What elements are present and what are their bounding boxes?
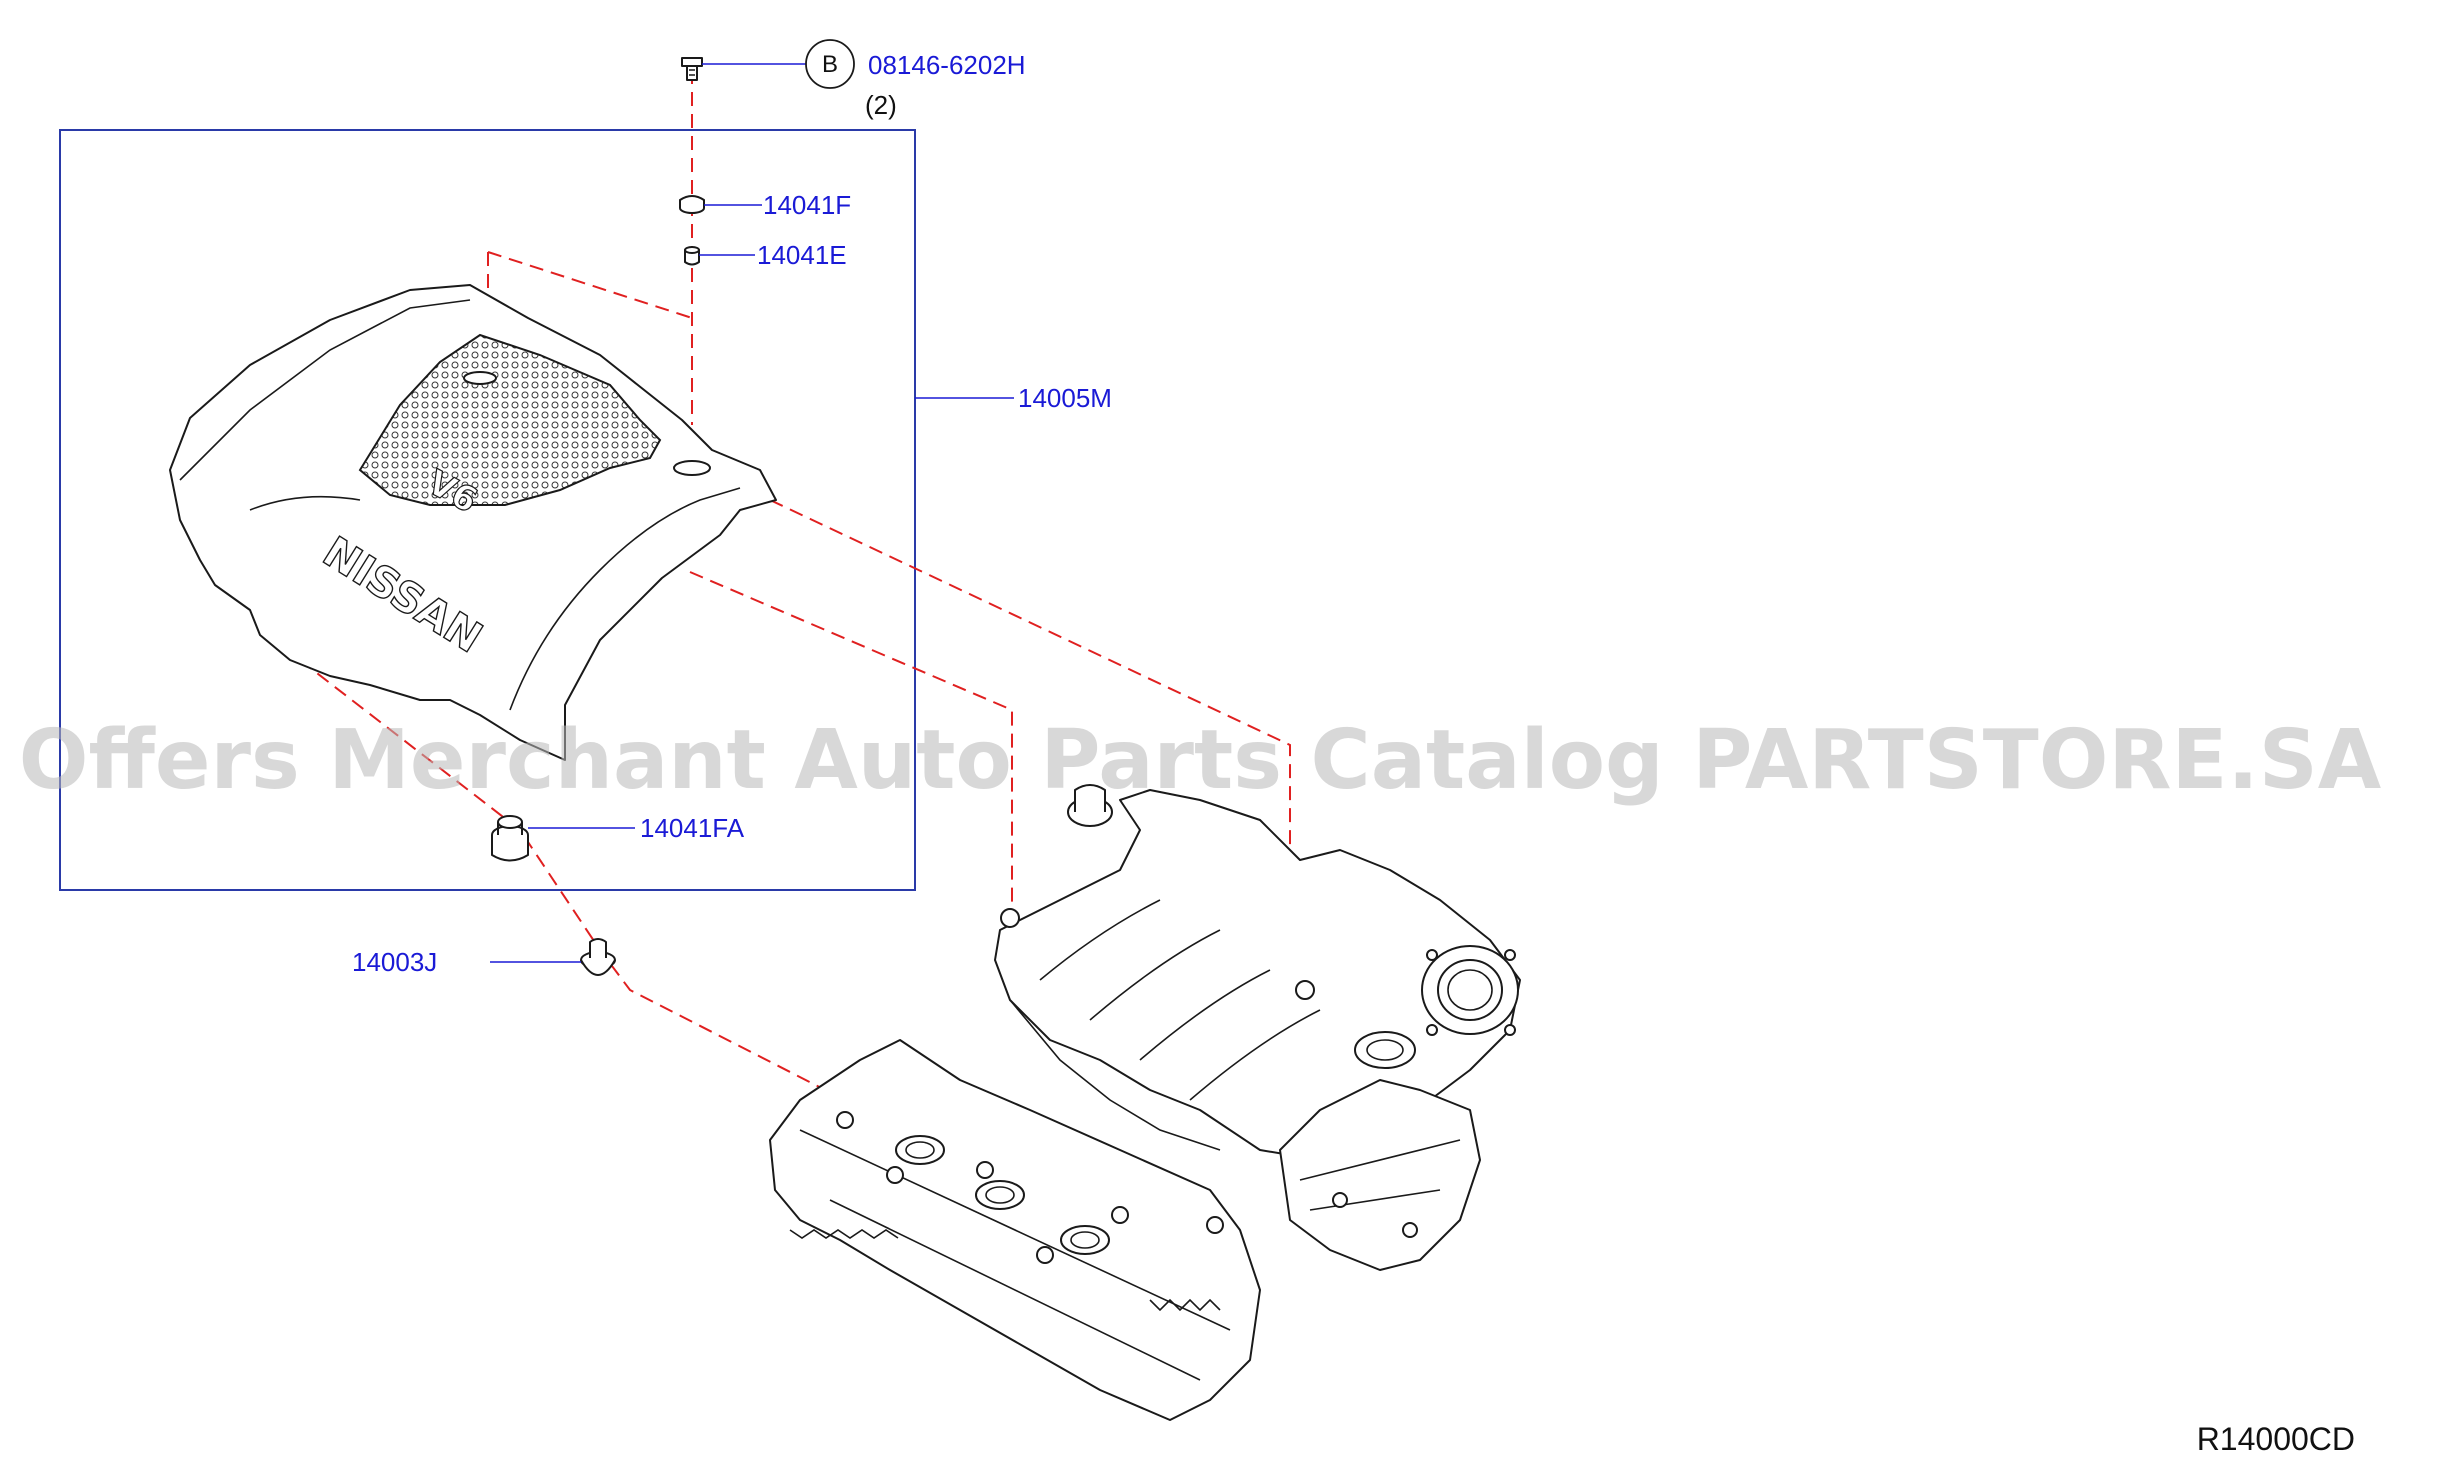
quantity-08146-6202h: (2) — [865, 90, 897, 120]
callout-14041f[interactable]: 14041F — [763, 190, 851, 220]
callout-14041e[interactable]: 14041E — [757, 240, 847, 270]
engine-assembly-illustration — [769, 784, 1521, 1421]
callout-14003j[interactable]: 14003J — [352, 947, 437, 977]
engine-cover-14005m[interactable]: V6 NISSAN — [169, 284, 777, 761]
grommet-14041f[interactable] — [679, 195, 705, 214]
clip-14003j[interactable] — [580, 938, 616, 976]
badge-letter: B — [822, 51, 838, 78]
diagram-ref-code: R14000CD — [2197, 1421, 2355, 1457]
collar-14041e[interactable] — [684, 246, 700, 266]
callout-14041fa[interactable]: 14041FA — [640, 813, 745, 843]
cover-group-box — [59, 129, 916, 891]
bolt-group-badge: B — [805, 39, 855, 89]
callout-14005m[interactable]: 14005M — [1018, 383, 1112, 413]
watermark: Offers Merchant Auto Parts Catalog PARTS… — [19, 713, 2382, 808]
callout-08146-6202h[interactable]: 08146-6202H — [868, 50, 1026, 80]
cover-mesh-panel — [358, 333, 662, 506]
grommet-14041fa[interactable] — [491, 815, 529, 862]
bolt-08146-6202h[interactable] — [681, 57, 703, 81]
leader-lines — [490, 63, 1014, 963]
